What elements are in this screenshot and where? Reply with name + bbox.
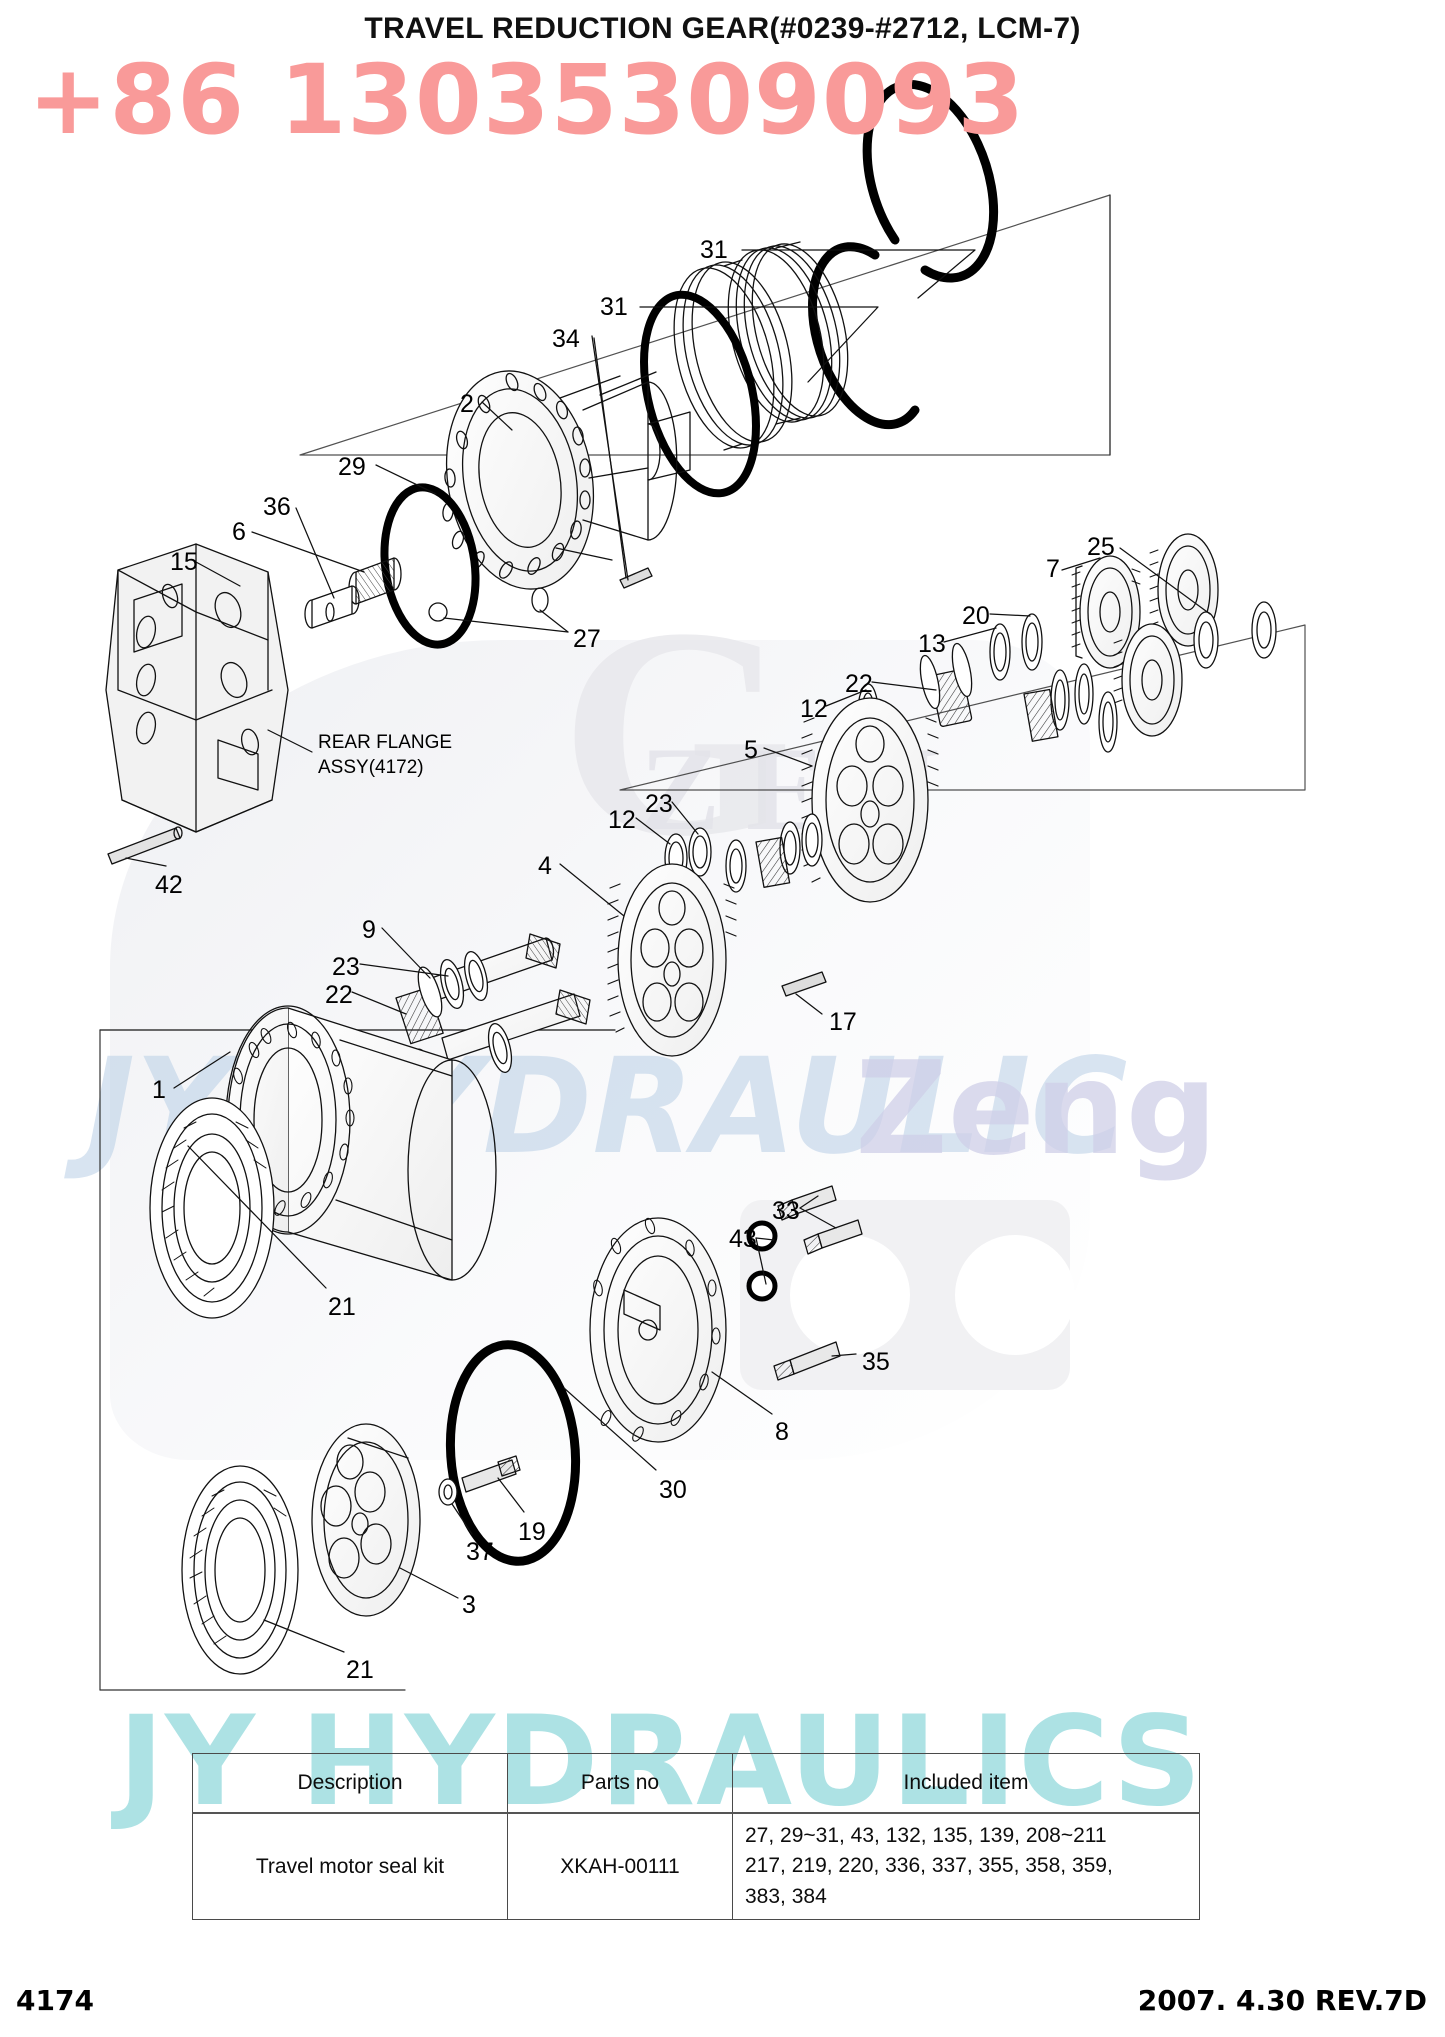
callout-4: 4 (538, 852, 552, 880)
column-header-included-item: Included item (732, 1753, 1200, 1814)
table-body: Travel motor seal kit XKAH-00111 27, 29~… (192, 1812, 1200, 1921)
column-header-parts-no: Parts no (507, 1753, 733, 1814)
callout-29: 29 (338, 453, 366, 481)
callout-8: 8 (775, 1418, 789, 1446)
table-row: Travel motor seal kit XKAH-00111 27, 29~… (192, 1812, 1200, 1921)
column-header-description: Description (192, 1753, 508, 1814)
seal-kit-table: Description Parts no Included item Trave… (192, 1753, 1200, 1921)
callout-20: 20 (962, 602, 990, 630)
included-item-line-1: 27, 29~31, 43, 132, 135, 139, 208~211 (745, 1824, 1107, 1847)
rear-flange-note-line2: ASSY(4172) (318, 757, 424, 779)
bearing-21 (149, 1097, 275, 1319)
callout-12: 12 (608, 806, 636, 834)
phone-number-watermark: +86 13035309093 (28, 44, 1026, 156)
flange-housing-2 (442, 370, 691, 590)
rear-flange-assy-note: REAR FLANGE ASSY(4172) (318, 730, 452, 780)
callout-3: 3 (462, 1591, 476, 1619)
sheet-number: 4174 (16, 1984, 94, 2017)
main-housing-1 (149, 1005, 497, 1319)
callout-9: 9 (362, 916, 376, 944)
callout-34: 34 (552, 325, 580, 353)
callout-43: 43 (729, 1225, 757, 1253)
callout-5: 5 (744, 736, 758, 764)
planet-carrier-gear-5 (801, 697, 939, 903)
callout-7: 7 (1046, 555, 1060, 583)
callout-31: 31 (600, 293, 628, 321)
callout-22: 22 (325, 981, 353, 1009)
callout-31: 31 (700, 236, 728, 264)
callout-15: 15 (170, 548, 198, 576)
seal-kit-table-container: Description Parts no Included item Trave… (192, 1753, 1200, 1921)
cell-included-item: 27, 29~31, 43, 132, 135, 139, 208~211 21… (732, 1812, 1200, 1921)
callout-12: 12 (800, 695, 828, 723)
table-header-row: Description Parts no Included item (192, 1753, 1200, 1814)
planet-gear-4 (607, 863, 737, 1057)
callout-6: 6 (232, 518, 246, 546)
callout-21: 21 (328, 1293, 356, 1321)
bearing-21-lower (181, 1465, 299, 1675)
callout-19: 19 (518, 1518, 546, 1546)
callout-13: 13 (918, 630, 946, 658)
rear-flange-assy-15 (105, 543, 289, 865)
bolt-35 (773, 1341, 841, 1381)
spacer-stack (1023, 663, 1118, 753)
callout-42: 42 (155, 871, 183, 899)
callout-25: 25 (1087, 533, 1115, 561)
cover-plate-8 (589, 1185, 863, 1443)
rear-flange-note-line1: REAR FLANGE (318, 732, 453, 753)
callout-23: 23 (645, 790, 673, 818)
cell-description: Travel motor seal kit (192, 1812, 508, 1921)
callout-21: 21 (346, 1656, 374, 1684)
page-title: TRAVEL REDUCTION GEAR(#0239-#2712, LCM-7… (364, 12, 1081, 45)
callout-37: 37 (466, 1538, 494, 1566)
included-item-line-3: 383, 384 (745, 1884, 827, 1908)
revision-date: 2007. 4.30 REV.7D (1137, 1984, 1427, 2017)
small-parts-6-36-27 (304, 557, 653, 629)
callout-33: 33 (772, 1197, 800, 1225)
callout-17: 17 (829, 1008, 857, 1036)
callout-36: 36 (263, 493, 291, 521)
callout-23: 23 (332, 953, 360, 981)
callout-27: 27 (573, 625, 601, 653)
included-item-line-2: 217, 219, 220, 336, 337, 355, 358, 359, (745, 1854, 1113, 1878)
callout-35: 35 (862, 1348, 890, 1376)
callout-30: 30 (659, 1476, 687, 1504)
callout-22: 22 (845, 670, 873, 698)
cell-parts-no: XKAH-00111 (507, 1812, 733, 1921)
callout-1: 1 (152, 1076, 166, 1104)
callout-2: 2 (460, 390, 474, 418)
